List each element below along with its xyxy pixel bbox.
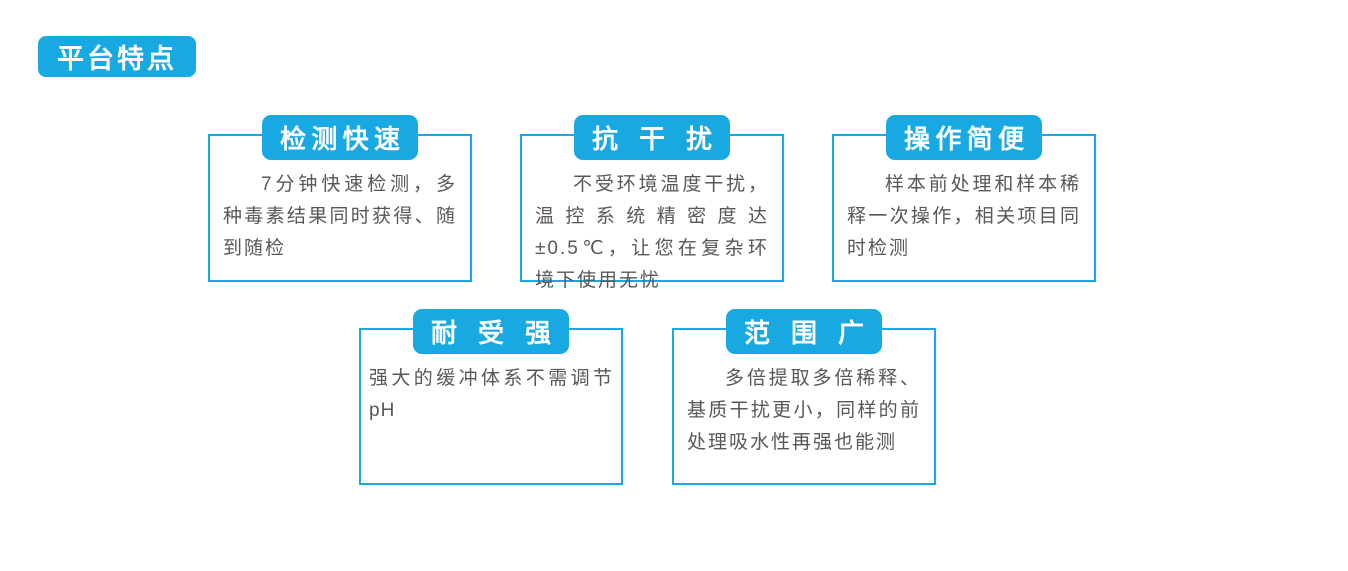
feature-title: 操作简便 — [904, 124, 1024, 154]
feature-title-tab: 检测快速 — [262, 115, 418, 160]
feature-card-wide-range: 范围广 多倍提取多倍稀释、基质干扰更小，同样的前处理吸水性再强也能测 — [672, 309, 936, 485]
feature-title: 检测快速 — [280, 124, 400, 154]
feature-title-tab: 抗干扰 — [574, 115, 730, 160]
feature-card-fast-detection: 检测快速 7分钟快速检测，多种毒素结果同时获得、随到随检 — [208, 115, 472, 282]
feature-body: 强大的缓冲体系不需调节pH — [369, 368, 613, 421]
section-title-badge: 平台特点 — [38, 36, 196, 77]
feature-title-tab: 范围广 — [726, 309, 882, 354]
feature-title-tab: 耐受强 — [413, 309, 569, 354]
section-title: 平台特点 — [57, 44, 177, 74]
feature-card-easy-operation: 操作简便 样本前处理和样本稀释一次操作，相关项目同时检测 — [832, 115, 1096, 282]
feature-body: 不受环境温度干扰，温控系统精密度达±0.5℃，让您在复杂环境下使用无忧 — [535, 174, 769, 291]
feature-title: 耐受强 — [431, 318, 551, 348]
feature-title: 范围广 — [744, 318, 864, 348]
feature-card-high-tolerance: 耐受强 强大的缓冲体系不需调节pH — [359, 309, 623, 485]
feature-card-anti-interference: 抗干扰 不受环境温度干扰，温控系统精密度达±0.5℃，让您在复杂环境下使用无忧 — [520, 115, 784, 291]
feature-title: 抗干扰 — [592, 124, 712, 154]
feature-title-tab: 操作简便 — [886, 115, 1042, 160]
feature-body: 多倍提取多倍稀释、基质干扰更小，同样的前处理吸水性再强也能测 — [687, 368, 921, 453]
feature-body: 样本前处理和样本稀释一次操作，相关项目同时检测 — [847, 174, 1081, 259]
feature-body: 7分钟快速检测，多种毒素结果同时获得、随到随检 — [223, 174, 457, 259]
